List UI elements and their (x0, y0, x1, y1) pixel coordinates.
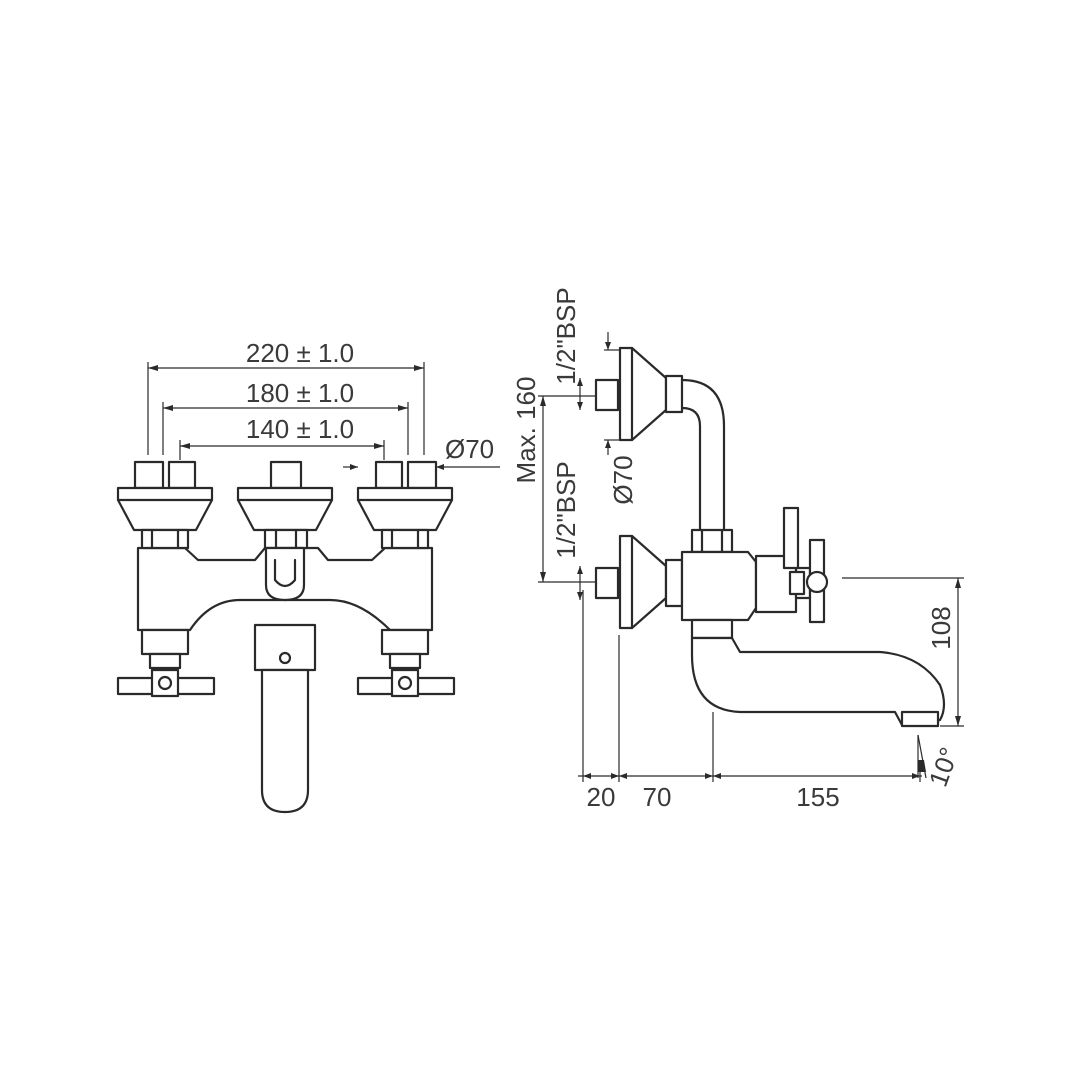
dimension-180: 180 ± 1.0 (162, 378, 409, 455)
right-inlet (356, 460, 454, 550)
dim-180-label: 180 ± 1.0 (246, 378, 354, 408)
dia70-side-label: Ø70 (608, 455, 638, 504)
dimension-bottom-row: 20 70 155 (578, 590, 922, 812)
right-valve-handle (356, 628, 456, 698)
d155-label: 155 (796, 782, 839, 812)
dimension-dia70-side: Ø70 (604, 332, 638, 505)
d20-label: 20 (587, 782, 616, 812)
d70-label: 70 (643, 782, 672, 812)
dimension-220: 220 ± 1.0 (147, 338, 425, 455)
spout-side (690, 636, 946, 728)
max160-label: Max. 160 (511, 377, 541, 484)
left-inlet (116, 460, 214, 550)
dimension-max160: Max. 160 (511, 377, 596, 583)
left-valve-handle (116, 628, 216, 698)
h108-label: 108 (926, 606, 956, 649)
angle10-label: 10° (923, 743, 965, 790)
side-view: Max. 160 1/2"BSP 1/2"BSP Ø70 (511, 287, 964, 812)
front-view: 220 ± 1.0 180 ± 1.0 140 ± 1.0 Ø70 (116, 338, 500, 814)
dia70-front-label: Ø70 (445, 434, 494, 464)
dimension-dia70-front: Ø70 (343, 434, 500, 470)
dimension-angle10: 10° (917, 734, 965, 791)
lower-inlet (594, 534, 668, 630)
dimension-108: 108 (842, 577, 964, 727)
upper-inlet (594, 346, 726, 532)
dim-140-label: 140 ± 1.0 (246, 414, 354, 444)
dimension-bsp-top: 1/2"BSP (551, 287, 583, 410)
spout-front (253, 623, 317, 814)
dimension-bsp-bottom: 1/2"BSP (551, 461, 583, 600)
dimension-140: 140 ± 1.0 (179, 414, 385, 460)
bsp-top-label: 1/2"BSP (551, 287, 581, 384)
side-cross-handle (782, 506, 829, 624)
center-outlet (236, 460, 334, 602)
dim-220-label: 220 ± 1.0 (246, 338, 354, 368)
bsp-bottom-label: 1/2"BSP (551, 461, 581, 558)
